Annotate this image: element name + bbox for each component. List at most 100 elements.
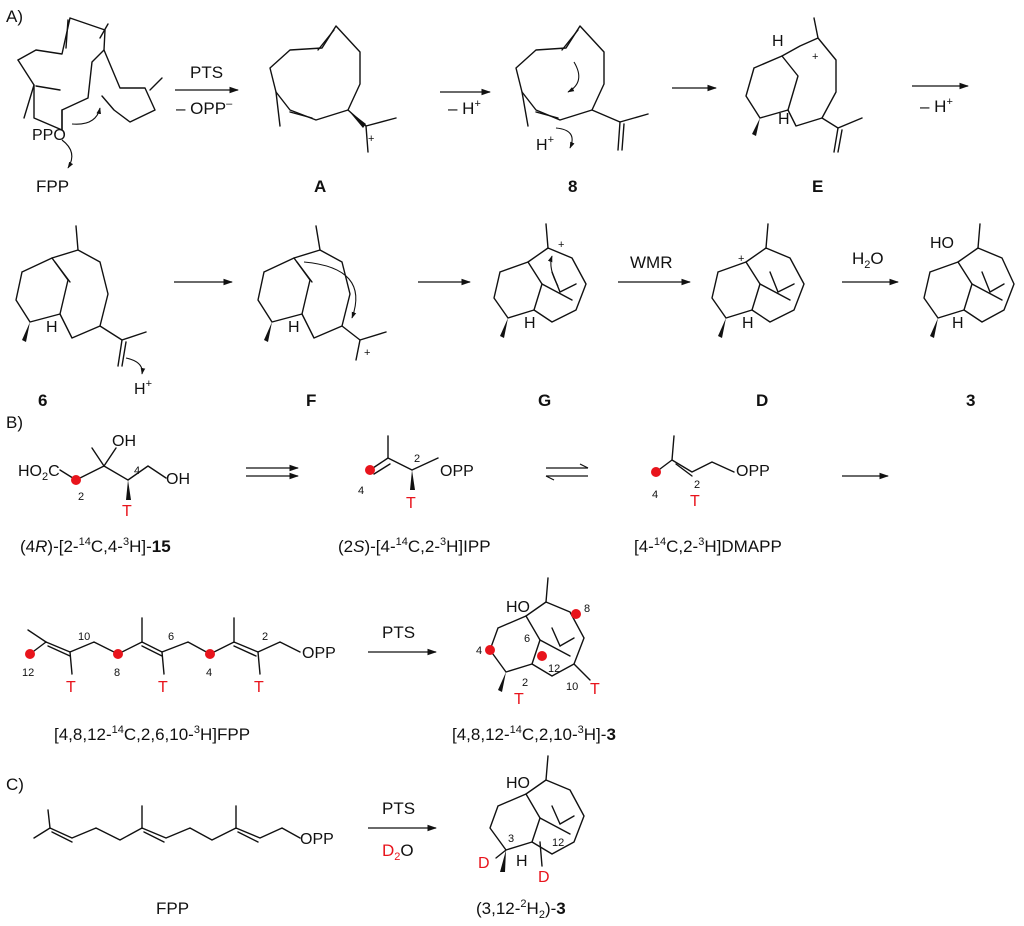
c14-label-dot-ipp bbox=[365, 465, 375, 475]
labeled-fpp-structure: 12 10 8 6 4 2 T T T OPP bbox=[22, 617, 336, 696]
d2o-label: D2O bbox=[382, 841, 414, 863]
c14-label-dot-fpp-8 bbox=[113, 649, 123, 659]
ho2c-group: HO2C bbox=[18, 463, 60, 483]
pts-label-a: PTS bbox=[190, 63, 223, 82]
atom-number-2-product: 2 bbox=[522, 677, 528, 689]
compound-label-ipp: (2S)-[4-14C,2-3H]IPP bbox=[338, 536, 491, 556]
atom-number-10-fpp: 10 bbox=[78, 631, 90, 643]
atom-number-2-ipp: 2 bbox=[414, 453, 420, 465]
pts-label-b: PTS bbox=[382, 623, 415, 642]
compound-8-structure: H+ bbox=[515, 25, 649, 154]
c14-label-dot-product-8 bbox=[571, 609, 581, 619]
oh-group-15a: OH bbox=[112, 433, 136, 450]
cation-plus-d: + bbox=[738, 253, 744, 265]
compound-f-structure: H + bbox=[257, 225, 387, 361]
atom-number-6-product: 6 bbox=[524, 633, 530, 645]
tritium-label-fpp-2: T bbox=[254, 679, 264, 696]
atom-number-4-ipp: 4 bbox=[358, 485, 364, 497]
minus-h-label-1: – H+ bbox=[448, 98, 481, 118]
atom-number-4-15: 4 bbox=[134, 465, 140, 477]
compound-g-structure: H + bbox=[493, 223, 587, 338]
opp-group-fpp: OPP bbox=[302, 645, 336, 662]
ho-group-product-c: HO bbox=[506, 775, 530, 792]
compound-label-g: G bbox=[538, 391, 551, 410]
compound-label-fpp-c: FPP bbox=[156, 899, 189, 918]
c14-label-dot-fpp-12 bbox=[25, 649, 35, 659]
tritium-label-fpp-10: T bbox=[66, 679, 76, 696]
tritium-label-15: T bbox=[122, 503, 132, 520]
h-atom-product-c: H bbox=[516, 853, 528, 870]
atom-number-2-fpp: 2 bbox=[262, 631, 268, 643]
deuterium-label-12: D bbox=[538, 869, 550, 886]
labeled-product-3-structure: HO 4 6 8 2 12 10 T T bbox=[476, 577, 600, 708]
tritium-label-dmapp: T bbox=[690, 493, 700, 510]
compound-label-labeled-3: [4,8,12-14C,2,10-3H]-3 bbox=[452, 724, 616, 744]
c14-label-dot-15 bbox=[71, 475, 81, 485]
wmr-label: WMR bbox=[630, 253, 672, 272]
atom-number-4-product: 4 bbox=[476, 645, 482, 657]
cation-plus-f: + bbox=[364, 347, 370, 359]
fpp-structure-c: OPP bbox=[33, 805, 334, 848]
ho-group-product-b: HO bbox=[506, 599, 530, 616]
compound-3-structure: H HO bbox=[923, 223, 1015, 338]
compound-15-structure: HO2C OH OH 2 4 T bbox=[18, 433, 190, 520]
compound-label-d: D bbox=[756, 391, 768, 410]
atom-number-3-product: 3 bbox=[508, 833, 514, 845]
compound-e-structure: H H + bbox=[745, 17, 863, 153]
compound-label-dmapp: [4-14C,2-3H]DMAPP bbox=[634, 536, 782, 556]
atom-number-6-fpp: 6 bbox=[168, 631, 174, 643]
section-label-b: B) bbox=[6, 413, 23, 432]
atom-number-2-dmapp: 2 bbox=[694, 479, 700, 491]
deuterium-label-3: D bbox=[478, 855, 490, 872]
cation-plus-a: + bbox=[368, 133, 374, 145]
atom-number-12-product: 12 bbox=[548, 663, 560, 675]
atom-number-4-dmapp: 4 bbox=[652, 489, 658, 501]
atom-number-2-15: 2 bbox=[78, 491, 84, 503]
fpp-structure: PPO bbox=[17, 17, 163, 169]
compound-label-8: 8 bbox=[568, 177, 577, 196]
compound-d-structure: H + bbox=[711, 223, 805, 338]
compound-label-a: A bbox=[314, 177, 326, 196]
deuterated-product-3-structure: HO 3 12 D D H bbox=[478, 755, 585, 886]
atom-number-4-fpp: 4 bbox=[206, 667, 212, 679]
compound-label-f: F bbox=[306, 391, 316, 410]
minus-h-label-2: – H+ bbox=[920, 96, 953, 116]
cation-plus-e: + bbox=[812, 51, 818, 63]
minus-opp-label: – OPP– bbox=[176, 98, 233, 118]
ppo-atom: PPO bbox=[32, 127, 66, 144]
cation-plus-g: + bbox=[558, 239, 564, 251]
compound-label-6: 6 bbox=[38, 391, 47, 410]
atom-number-10-product: 10 bbox=[566, 681, 578, 693]
pts-label-c: PTS bbox=[382, 799, 415, 818]
dmapp-structure: 4 2 T OPP bbox=[651, 435, 770, 510]
tritium-label-product-10: T bbox=[590, 681, 600, 698]
opp-group-dmapp: OPP bbox=[736, 463, 770, 480]
compound-a-structure: + bbox=[269, 25, 397, 153]
h2o-label: H2O bbox=[852, 249, 884, 271]
h-atom-3: H bbox=[952, 315, 964, 332]
ho-group-3: HO bbox=[930, 235, 954, 252]
oh-group-15b: OH bbox=[166, 471, 190, 488]
compound-label-fpp: FPP bbox=[36, 177, 69, 196]
compound-label-labeled-fpp: [4,8,12-14C,2,6,10-3H]FPP bbox=[54, 724, 250, 744]
tritium-label-ipp: T bbox=[406, 495, 416, 512]
h-atom-e2: H bbox=[778, 111, 790, 128]
compound-6-structure: H H+ bbox=[15, 225, 152, 398]
ipp-structure: 4 2 T OPP bbox=[358, 435, 474, 512]
h-atom-g: H bbox=[524, 315, 536, 332]
atom-number-8-fpp: 8 bbox=[114, 667, 120, 679]
c14-label-dot-product-12 bbox=[537, 651, 547, 661]
tritium-label-fpp-6: T bbox=[158, 679, 168, 696]
compound-label-15: (4R)-[2-14C,4-3H]-15 bbox=[20, 536, 171, 556]
atom-number-12-fpp: 12 bbox=[22, 667, 34, 679]
c14-label-dot-fpp-4 bbox=[205, 649, 215, 659]
opp-group-c: OPP bbox=[300, 831, 334, 848]
atom-number-8-product: 8 bbox=[584, 603, 590, 615]
tritium-label-product-2: T bbox=[514, 691, 524, 708]
h-plus-atom-8: H+ bbox=[536, 134, 554, 154]
h-atom-f: H bbox=[288, 319, 300, 336]
h-atom-6: H bbox=[46, 319, 58, 336]
section-label-c: C) bbox=[6, 775, 24, 794]
equilibrium-arrow bbox=[545, 463, 589, 481]
h-atom-e1: H bbox=[772, 33, 784, 50]
